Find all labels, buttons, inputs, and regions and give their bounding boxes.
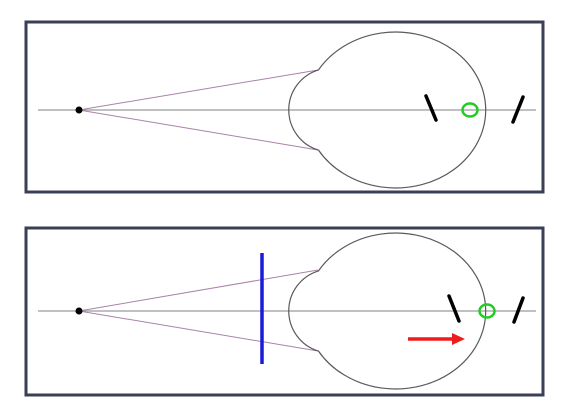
bottom-marker-left — [447, 294, 461, 323]
bottom-focus-circle — [478, 303, 496, 319]
top-panel-frame — [24, 20, 545, 194]
bottom-panel — [24, 226, 545, 397]
bottom-arrow-head — [452, 333, 465, 345]
bottom-eye-outline — [288, 232, 487, 390]
bottom-ray-upper — [78, 269, 319, 312]
top-panel — [24, 20, 545, 194]
top-ray-upper — [78, 69, 319, 111]
top-marker-right — [511, 95, 525, 124]
top-focus-circle — [461, 102, 479, 118]
top-object-point — [75, 106, 83, 114]
top-marker-left — [424, 94, 438, 122]
bottom-ray-lower — [78, 310, 319, 352]
top-ray-lower — [78, 109, 319, 151]
top-eye-outline — [288, 31, 487, 189]
bottom-arrow — [408, 333, 465, 345]
bottom-marker-right — [512, 296, 525, 324]
bottom-object-point — [75, 307, 83, 315]
